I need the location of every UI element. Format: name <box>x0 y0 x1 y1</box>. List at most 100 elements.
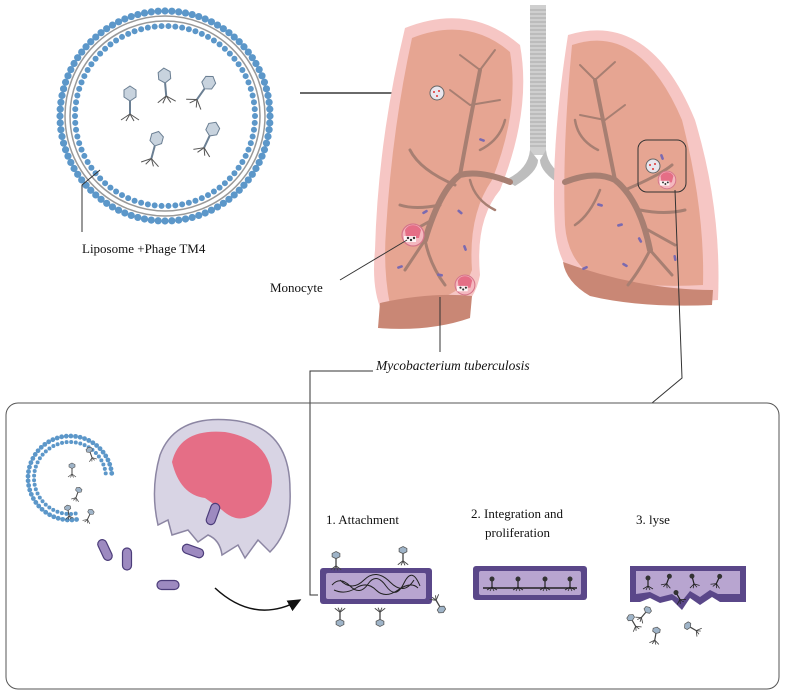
lipid-bead <box>242 152 249 159</box>
zoom-box <box>637 139 687 193</box>
lipid-bead <box>32 469 37 474</box>
lipid-bead <box>74 517 79 522</box>
lipid-bead <box>231 55 238 62</box>
phage-icon <box>62 503 75 521</box>
lipid-bead <box>40 499 45 504</box>
lipid-bead <box>61 78 70 86</box>
phage-icon <box>648 625 663 646</box>
lipid-bead <box>108 466 114 472</box>
bacterium-icon <box>156 579 180 591</box>
lipid-bead <box>26 483 32 488</box>
lipid-bead <box>88 164 95 171</box>
lipid-bead <box>99 458 104 463</box>
lipid-bead <box>59 434 65 440</box>
mtb-to-bacterium-line <box>309 370 373 596</box>
lipid-bead <box>179 24 186 31</box>
released-bacteria <box>97 502 221 591</box>
lipid-bead <box>151 23 158 30</box>
lipid-bead <box>47 446 52 451</box>
lipid-bead <box>35 491 40 496</box>
phage-icon <box>191 117 226 159</box>
lipid-bead <box>55 509 60 514</box>
step-integration-label-line2: proliferation <box>485 525 550 540</box>
infected-monocyte <box>454 274 476 296</box>
ruptured-liposome <box>25 433 115 525</box>
lipid-bead <box>51 507 56 512</box>
lipid-bead <box>37 495 42 500</box>
bacterium-icon <box>181 543 205 559</box>
lipid-bead <box>188 10 196 19</box>
lipid-bead <box>64 72 72 80</box>
lipid-bead <box>43 502 48 507</box>
lipid-bead <box>204 192 211 199</box>
lipid-bead <box>107 41 114 48</box>
step-attachment-label: 1. Attachment <box>326 512 399 527</box>
lipid-bead <box>82 443 87 448</box>
lipid-bead <box>82 436 87 441</box>
lipid-bead <box>69 511 74 516</box>
lipid-bead <box>42 441 48 447</box>
step-lyse-label: 3. lyse <box>636 512 670 527</box>
lipid-bead <box>127 12 135 21</box>
lipid-bead <box>231 170 238 177</box>
lipid-bead <box>140 215 149 223</box>
lipid-bead <box>39 506 45 512</box>
lipid-bead <box>103 25 111 33</box>
lipid-bead <box>251 119 258 126</box>
lipid-bead <box>195 211 203 220</box>
lipid-bead <box>225 195 233 203</box>
lipid-bead <box>47 512 53 518</box>
lipid-bead <box>33 500 39 505</box>
phage-icon <box>67 462 77 478</box>
lipid-bead <box>97 50 104 57</box>
lipid-bead <box>226 175 233 182</box>
lipid-bead <box>251 106 258 113</box>
lipid-bead <box>102 180 109 187</box>
ruptured-liposome-outer-beads <box>25 433 115 523</box>
lipid-bead <box>154 7 162 15</box>
phage-icon <box>120 85 140 122</box>
lipid-bead <box>221 180 228 187</box>
lipid-bead <box>92 33 100 41</box>
lipid-bead <box>70 164 78 173</box>
lipid-bead <box>260 78 269 86</box>
bacterium-lysis <box>624 566 746 646</box>
lipid-bead <box>235 164 242 171</box>
lipid-bead <box>262 85 271 93</box>
lipid-bead <box>239 158 246 165</box>
lipid-bead <box>165 202 172 209</box>
lipid-bead <box>59 511 64 516</box>
lipid-bead <box>168 217 176 225</box>
lipid-bead <box>57 98 65 106</box>
lipid-bead <box>240 43 248 51</box>
liposome-outer-beads <box>56 7 274 225</box>
lipid-bead <box>108 203 117 211</box>
lipid-bead <box>266 105 274 113</box>
lipid-bead <box>55 442 60 447</box>
phage-icon <box>334 607 346 628</box>
lipid-bead <box>107 461 113 467</box>
lipid-bead <box>230 33 238 41</box>
ruptured-liposome-inner-beads <box>32 440 108 516</box>
lungs <box>374 5 719 329</box>
lipid-bead <box>244 176 252 184</box>
lipid-bead <box>93 450 98 455</box>
lipid-bead <box>147 8 155 16</box>
lipid-bead <box>248 170 256 178</box>
lipid-bead <box>113 188 120 195</box>
lipid-bead <box>51 444 56 449</box>
lipid-bead <box>74 54 82 62</box>
lipid-bead <box>138 26 145 33</box>
lung-right-base <box>563 262 713 306</box>
phage-icon <box>634 603 655 625</box>
lipid-bead <box>57 126 65 134</box>
lipid-bead <box>43 509 49 515</box>
lipid-bead <box>213 203 222 211</box>
lipid-bead <box>73 99 80 106</box>
lipid-bead <box>235 186 243 194</box>
lipid-bead <box>244 48 252 56</box>
lipid-bead <box>72 119 79 126</box>
lipid-bead <box>56 119 64 127</box>
bacterium-attachment <box>320 545 449 628</box>
